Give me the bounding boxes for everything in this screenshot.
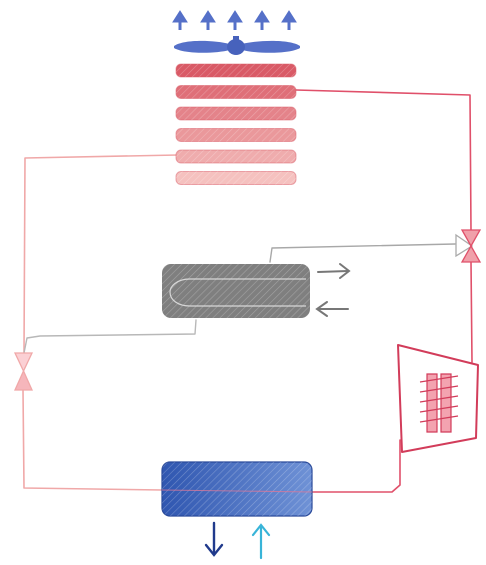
condenser-fin-hatch <box>176 171 296 185</box>
condenser-fin-hatch <box>176 85 296 99</box>
condenser-fin-hatch <box>176 107 296 120</box>
up-arrow-icon <box>227 10 243 30</box>
condenser-icon <box>175 63 297 185</box>
discharge-line <box>295 89 472 231</box>
evaporator <box>161 461 313 517</box>
internal-heat-exchanger <box>162 264 310 318</box>
valve-icon <box>13 352 34 391</box>
airflow-arrows <box>172 10 297 30</box>
condenser-fin-hatch <box>176 150 296 163</box>
left-arrow-icon <box>315 301 349 317</box>
compressor-discharge-line <box>470 261 473 363</box>
condenser-fin-hatch <box>176 128 296 142</box>
up-arrow-icon <box>172 10 188 30</box>
grey-return-line <box>23 319 197 354</box>
water-inlet-up-arrow-icon <box>251 523 271 560</box>
water-outlet-down-arrow-icon <box>204 521 224 557</box>
suction-line <box>312 439 401 493</box>
grey-bypass-line <box>269 243 456 263</box>
up-arrow-icon <box>200 10 216 30</box>
valve-icon <box>455 229 482 263</box>
condenser-fin-hatch <box>176 64 296 77</box>
compressor-rotor-icon <box>419 373 459 433</box>
up-arrow-icon <box>254 10 270 30</box>
right-arrow-icon <box>317 263 351 279</box>
liquid-line-lower <box>22 389 163 491</box>
compressor-icon <box>397 344 479 453</box>
liquid-line <box>23 154 179 354</box>
up-arrow-icon <box>281 10 297 30</box>
fan-icon <box>174 36 300 55</box>
